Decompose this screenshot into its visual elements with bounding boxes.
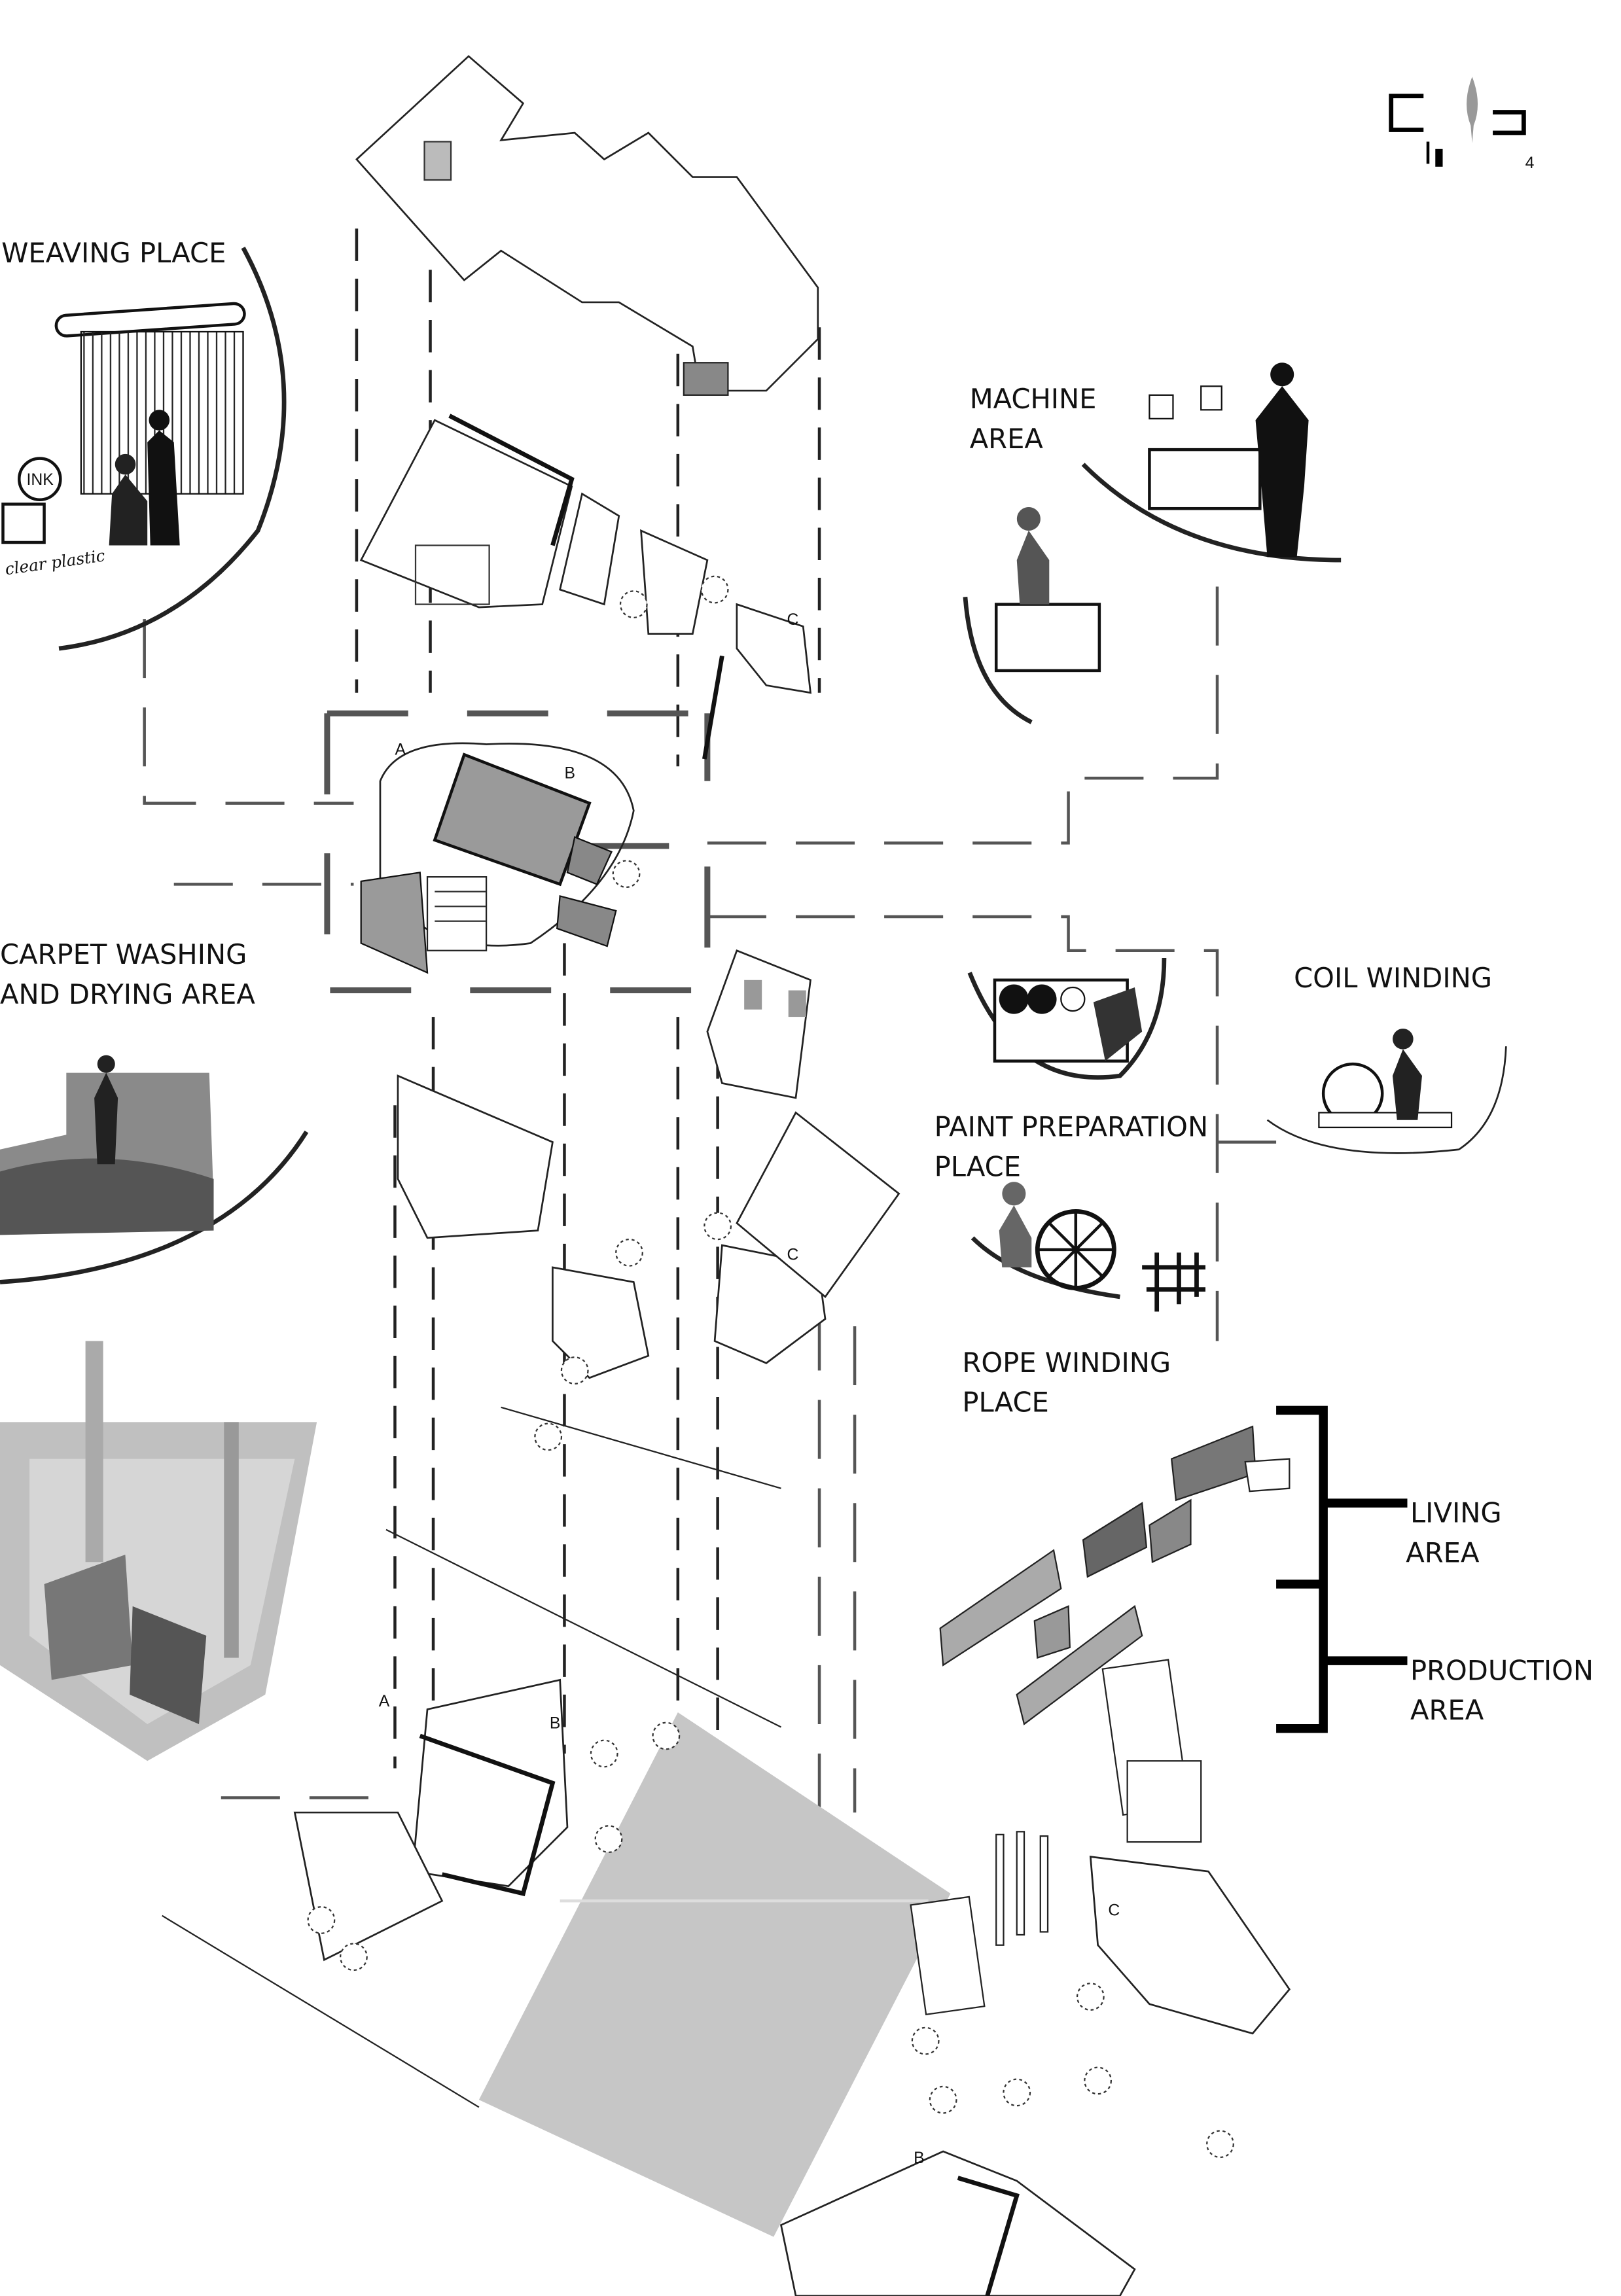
clear-plastic-note: clear plastic — [4, 546, 107, 578]
page-number: 4 — [1525, 154, 1535, 172]
label-paint-prep-2: PLACE — [935, 1150, 1021, 1182]
logo: 4 — [1389, 77, 1535, 172]
carpet-photo — [0, 1055, 214, 1235]
section-mark-b: B — [564, 764, 575, 782]
section-mark-c3: C — [1108, 1902, 1120, 1920]
label-production-area-1: PRODUCTION — [1410, 1654, 1594, 1686]
label-living-area-1: LIVING — [1410, 1496, 1502, 1528]
rope-sketch — [999, 1182, 1205, 1312]
section-mark-a: A — [395, 741, 406, 758]
massing-models — [939, 1425, 1291, 1843]
area-labels: WEAVING PLACE MACHINE AREA CARPET WASHIN… — [0, 237, 1594, 1726]
weaving-sketch: INK clear plastic — [1, 302, 246, 578]
label-carpet-washing-2: AND DRYING AREA — [0, 978, 255, 1010]
label-machine-area-1: MACHINE — [970, 383, 1097, 415]
person-photo — [1392, 1029, 1423, 1120]
label-production-area-2: AREA — [1410, 1694, 1484, 1726]
floor-plan-4: A B — [162, 1678, 929, 2108]
connector-lines — [143, 560, 1283, 1799]
label-machine-area-2: AREA — [970, 423, 1044, 455]
machine-sketch — [994, 362, 1309, 673]
section-mark-b2: B — [550, 1715, 561, 1733]
coil-sketch — [1318, 1029, 1453, 1129]
section-mark-c: C — [787, 611, 798, 629]
label-living-area-2: AREA — [1406, 1536, 1480, 1568]
person-silhouette-icon — [109, 453, 148, 546]
label-coil-winding: COIL WINDING — [1294, 962, 1492, 994]
ink-note: INK — [27, 471, 54, 489]
floor-plan-1: C — [359, 414, 812, 760]
label-paint-prep-1: PAINT PREPARATION — [935, 1110, 1208, 1142]
person-photo — [1016, 506, 1050, 605]
floor-plan-3: C — [385, 949, 900, 1728]
ink-icon — [18, 457, 62, 501]
label-weaving-place: WEAVING PLACE — [1, 237, 226, 269]
label-rope-winding-1: ROPE WINDING — [962, 1347, 1171, 1379]
roof-plan — [355, 55, 819, 392]
vignette-arcs — [0, 247, 1507, 1299]
person-photo — [999, 1182, 1032, 1267]
ground-texture — [478, 1712, 951, 2237]
section-mark-c2: C — [787, 1246, 798, 1264]
carpet-installation-render — [0, 1341, 317, 1761]
floor-plan-5: C B — [779, 1831, 1291, 2296]
area-bracket — [1276, 1405, 1408, 1733]
paint-sketch — [993, 978, 1143, 1063]
section-mark-a2: A — [379, 1693, 390, 1710]
person-silhouette-icon — [1255, 362, 1309, 557]
floor-plan-2-focus: A B — [360, 741, 641, 974]
label-rope-winding-2: PLACE — [962, 1386, 1048, 1419]
person-silhouette-icon — [147, 410, 180, 546]
label-carpet-washing-1: CARPET WASHING — [0, 938, 247, 970]
section-mark-b3: B — [914, 2149, 925, 2167]
tree-icon — [1467, 77, 1478, 143]
person-photo — [94, 1055, 118, 1165]
